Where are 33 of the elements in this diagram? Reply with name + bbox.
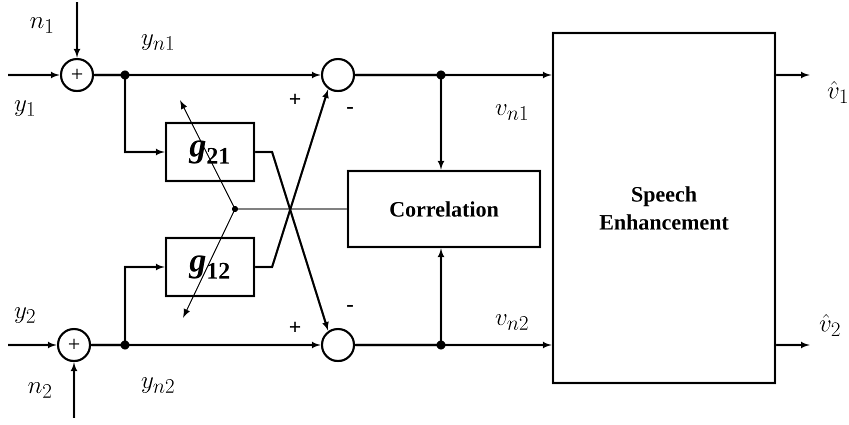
arrow [8,72,58,78]
signal-label: $y_1$ [14,100,34,116]
sign-label: - [347,304,353,307]
arrow [91,264,162,346]
signal-label: $y_{n2}$ [142,376,174,393]
arrow [355,250,444,346]
arrow [94,74,162,155]
arrow [776,72,808,78]
summing-junction: + [56,328,92,362]
arrow [74,2,80,56]
signal-label: $\hat{v}_2$ [820,314,840,336]
signal-label: $y_2$ [14,306,35,323]
sign-label: - [347,106,353,109]
summing-junction: + [60,58,94,92]
arrow [255,150,328,328]
signal-label: $y_{n1}$ [142,34,173,50]
sign-label: + [290,94,300,104]
process-box: Speech Enhancement [552,32,776,384]
subtraction-circle [320,58,356,92]
gain-box: g$_{12}$ [164,236,256,298]
signal-label: $n_2$ [28,382,51,398]
signal-label: $\hat{v}_1$ [828,80,847,104]
sign-label: + [290,322,300,332]
arrow [776,342,808,348]
arrow [255,92,328,268]
signal-label: $n_1$ [30,17,52,33]
signal-label: $v_{n2}$ [496,314,528,330]
arrow [355,74,444,168]
subtraction-circle [320,328,356,362]
arrow [71,364,77,418]
signal-label: $v_{n1}$ [496,104,527,120]
arrow [8,342,54,348]
process-box: Correlation [346,170,542,248]
